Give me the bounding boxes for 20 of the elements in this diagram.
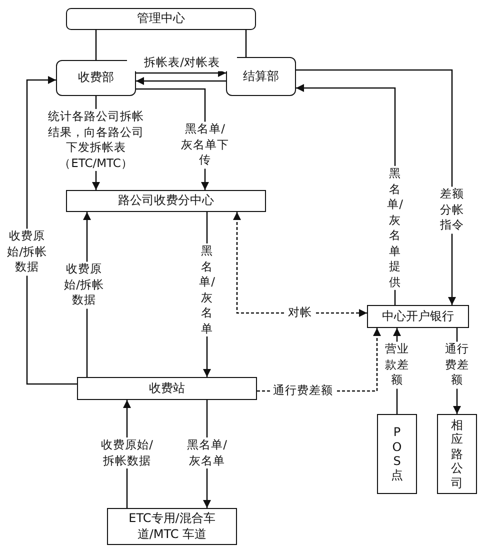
toll-station-box: 收费站 bbox=[77, 377, 257, 400]
arrow bbox=[233, 212, 367, 317]
pos-box: POS点 bbox=[377, 414, 417, 494]
edge-label: 黑名单/灰名单下传 bbox=[180, 122, 230, 168]
bank-box: 中心开户银行 bbox=[367, 305, 469, 328]
edge-label: 拆帐表/对帐表 bbox=[127, 55, 237, 71]
edge-label: 黑名单/灰名单提供 bbox=[387, 166, 403, 290]
management-box: 管理中心 bbox=[66, 8, 256, 30]
edge-label: 统计各路公司拆帐结果，向各路公司下发拆帐表（ETC/MTC） bbox=[48, 108, 144, 172]
edge-label: 黑名单/灰名单 bbox=[199, 243, 215, 337]
company-box: 相应路公司 bbox=[437, 414, 477, 494]
department-box: 收费部 bbox=[56, 60, 136, 96]
edge-label: 通行费差额 bbox=[271, 383, 335, 399]
arrow bbox=[136, 69, 226, 77]
arrow bbox=[136, 77, 226, 85]
connector-line bbox=[95, 30, 97, 60]
subcenter-box: 路公司收费分中心 bbox=[66, 190, 266, 212]
connector-line bbox=[245, 30, 247, 57]
department-box: 结算部 bbox=[226, 57, 296, 96]
lane-box: ETC专用/混合车道/MTC 车道 bbox=[107, 508, 237, 545]
